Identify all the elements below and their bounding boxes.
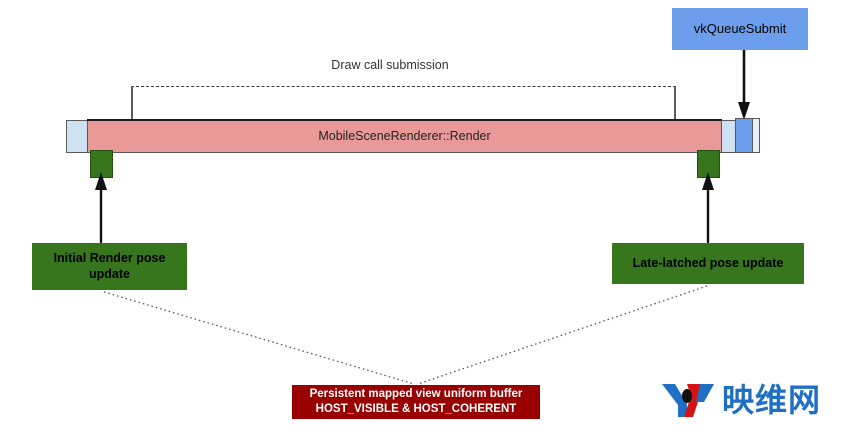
timeline-bar-top-rule bbox=[87, 119, 722, 121]
persistent-mapped-buffer-box: Persistent mapped view uniform buffer HO… bbox=[292, 385, 540, 419]
timeline-bar-label: MobileSceneRenderer::Render bbox=[318, 129, 491, 143]
draw-call-bracket-leg-left bbox=[131, 86, 133, 121]
vk-queue-submit-label: vkQueueSubmit bbox=[693, 21, 787, 37]
buffer-line-2: HOST_VISIBLE & HOST_COHERENT bbox=[315, 403, 517, 415]
timeline-bar-render: MobileSceneRenderer::Render bbox=[87, 119, 722, 153]
draw-call-bracket-leg-right bbox=[674, 86, 676, 121]
vk-queue-submit-box: vkQueueSubmit bbox=[672, 8, 808, 50]
initial-pose-arrow-stub bbox=[100, 238, 102, 246]
late-latched-pose-arrow-stub bbox=[707, 238, 709, 246]
late-latched-pose-update-label: Late-latched pose update bbox=[632, 255, 784, 270]
watermark-logo: 映维网 bbox=[660, 378, 850, 422]
vk-submit-arrow-icon bbox=[738, 50, 750, 120]
initial-render-pose-update-label: Initial Render pose update bbox=[53, 250, 166, 281]
late-latched-pose-update-box: Late-latched pose update bbox=[612, 243, 804, 284]
yv-mark-icon bbox=[662, 384, 714, 417]
draw-call-bracket-label: Draw call submission bbox=[331, 58, 449, 72]
draw-call-bracket-dashed-line bbox=[131, 86, 676, 87]
initial-render-pose-update-box: Initial Render pose update bbox=[32, 243, 187, 290]
late-latched-pose-arrow-icon bbox=[702, 172, 714, 242]
timeline-segment-tail bbox=[752, 118, 760, 153]
buffer-line-1: Persistent mapped view uniform buffer bbox=[309, 388, 523, 401]
watermark-text: 映维网 bbox=[722, 381, 822, 419]
initial-pose-arrow-icon bbox=[95, 172, 107, 242]
